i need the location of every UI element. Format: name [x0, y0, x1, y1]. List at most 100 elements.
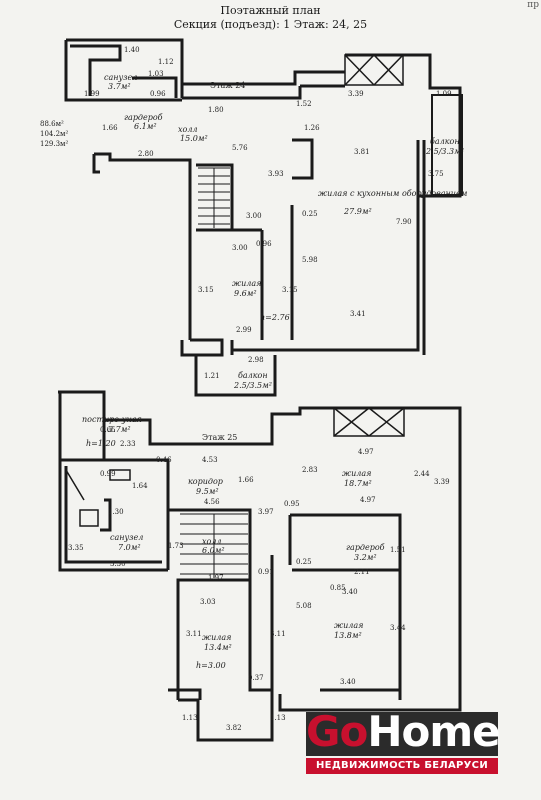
room-hall-area: 6.0м² [202, 546, 225, 555]
window-cross [344, 54, 404, 86]
floor-24-labels: Этаж 24 санузел 3.7м² гардероб 6.1м² хол… [40, 46, 468, 390]
room-laundry-name: постиро-уная [82, 415, 142, 424]
room-living-3-name: жилая [202, 633, 231, 642]
dimension: 1.99 [84, 90, 100, 98]
room-hall-area: 15.0м² [180, 134, 208, 143]
wall-segment [132, 76, 178, 98]
room-wardrobe-area: 3.2м² [354, 553, 377, 562]
dimension: 2.44 [414, 470, 430, 478]
dimension: 1.13 [270, 714, 286, 722]
wall-segment [290, 513, 402, 700]
dimension: 0.46 [156, 456, 172, 464]
dimension: 3.93 [268, 170, 284, 178]
dimension: 3.40 [342, 588, 358, 596]
dimension: 0.37 [248, 674, 264, 682]
dimension: 7.90 [396, 218, 412, 226]
section-floor-line: Секция (подъезд): 1 Этаж: 24, 25 [173, 18, 368, 31]
floor-25-labels: Этаж 25 постиро-уная 3.7м² h=1.20 санузе… [68, 415, 450, 732]
dimension: 3.39 [348, 90, 364, 98]
room-hall-name: холл [202, 537, 222, 546]
dimension: 3.15 [282, 286, 298, 294]
dimension: 2.83 [302, 466, 318, 474]
floor-24-stairs [198, 167, 230, 228]
dimension: 1.51 [390, 546, 406, 554]
room-wardrobe-area: 6.1м² [134, 122, 157, 131]
dimension: 4.53 [202, 456, 218, 464]
wall-segment [292, 138, 314, 180]
dimension: 3.44 [390, 624, 406, 632]
wall-segment [66, 38, 184, 98]
dimension: 0.25 [302, 210, 318, 218]
wall-segment [182, 86, 302, 100]
balcony-top [431, 94, 463, 196]
wall-segment [58, 390, 106, 462]
floor-25-label: Этаж 25 [202, 433, 237, 442]
logo-wordmark: GoHome [306, 708, 501, 756]
dimension: 3.15 [198, 286, 214, 294]
dimension: 1.13 [182, 714, 198, 722]
floor-24-label: Этаж 24 [210, 81, 245, 90]
dimension: 3.35 [68, 544, 84, 552]
dimension: 0.95 [284, 500, 300, 508]
dimension: 3.81 [354, 148, 370, 156]
room-living-1-name: жилая [342, 469, 371, 478]
room-bath-area: 3.7м² [108, 82, 131, 91]
dimension: 1.64 [132, 482, 148, 490]
dimension: 3.30 [110, 560, 126, 568]
dimension: 1.09 [436, 90, 452, 98]
balcony-top-name: балкон [430, 137, 460, 146]
dimension: 1.12 [158, 58, 174, 66]
bath-fixture [79, 509, 99, 527]
dimension: 3.97 [258, 508, 274, 516]
dimension: 3.00 [246, 212, 262, 220]
dimension: 1.30 [108, 508, 124, 516]
dimension: 5.98 [302, 256, 318, 264]
dimension: 1.21 [204, 372, 220, 380]
balcony-bottom-name: балкон [238, 371, 268, 380]
window [344, 54, 404, 86]
dimension: 1.80 [208, 106, 224, 114]
wall-segment [94, 152, 192, 340]
laundry-height: h=1.20 [86, 439, 116, 448]
floor-25-height: h=3.00 [196, 661, 226, 670]
wall-segment [248, 580, 272, 692]
dimension: 0.65 [100, 426, 116, 434]
plan-header: Поэтажный план Секция (подъезд): 1 Этаж:… [0, 4, 541, 32]
dimension: 3.40 [340, 678, 356, 686]
balcony-bottom-area: 2.5/3.5м² [233, 381, 272, 390]
dimension: 1.40 [124, 46, 140, 54]
logo-tagline: НЕДВИЖИМОСТЬ БЕЛАРУСИ [306, 758, 498, 774]
dimension: 3.11 [186, 630, 202, 638]
wall-segment [70, 44, 122, 96]
wall-segment [232, 140, 420, 352]
floor-25-windows [333, 407, 405, 437]
dimension: 0.96 [256, 240, 272, 248]
wall-segment [180, 338, 224, 357]
dimension: 2.11 [354, 568, 370, 576]
gohome-logo: GoHome НЕДВИЖИМОСТЬ БЕЛАРУСИ [306, 708, 501, 774]
wall-segment [104, 406, 462, 712]
logo-background [306, 712, 498, 756]
dimension: 0.25 [296, 558, 312, 566]
dimension: 1.97 [208, 574, 224, 582]
total-area-1: 88.6м² [40, 120, 64, 128]
dimension: 1.73 [168, 542, 184, 550]
room-bath-area: 7.0м² [118, 543, 141, 552]
room-living-2-area: 13.8м² [334, 631, 362, 640]
room-bath-name: санузел [110, 533, 143, 542]
laundry-fixture [109, 469, 131, 481]
room-kitchen-area: 27.9м² [343, 207, 372, 216]
wall-segment [64, 466, 162, 564]
room-living-1-area: 18.7м² [344, 479, 372, 488]
dimension: 2.98 [248, 356, 264, 364]
dimension: 0.99 [100, 470, 116, 478]
dimension: 4.97 [360, 496, 376, 504]
dimension: 3.75 [428, 170, 444, 178]
room-living-3-area: 13.4м² [204, 643, 232, 652]
dimension: 3.03 [200, 598, 216, 606]
dimension: 1.03 [148, 70, 164, 78]
wall-segment [92, 154, 100, 174]
dimension: 0.85 [330, 584, 346, 592]
